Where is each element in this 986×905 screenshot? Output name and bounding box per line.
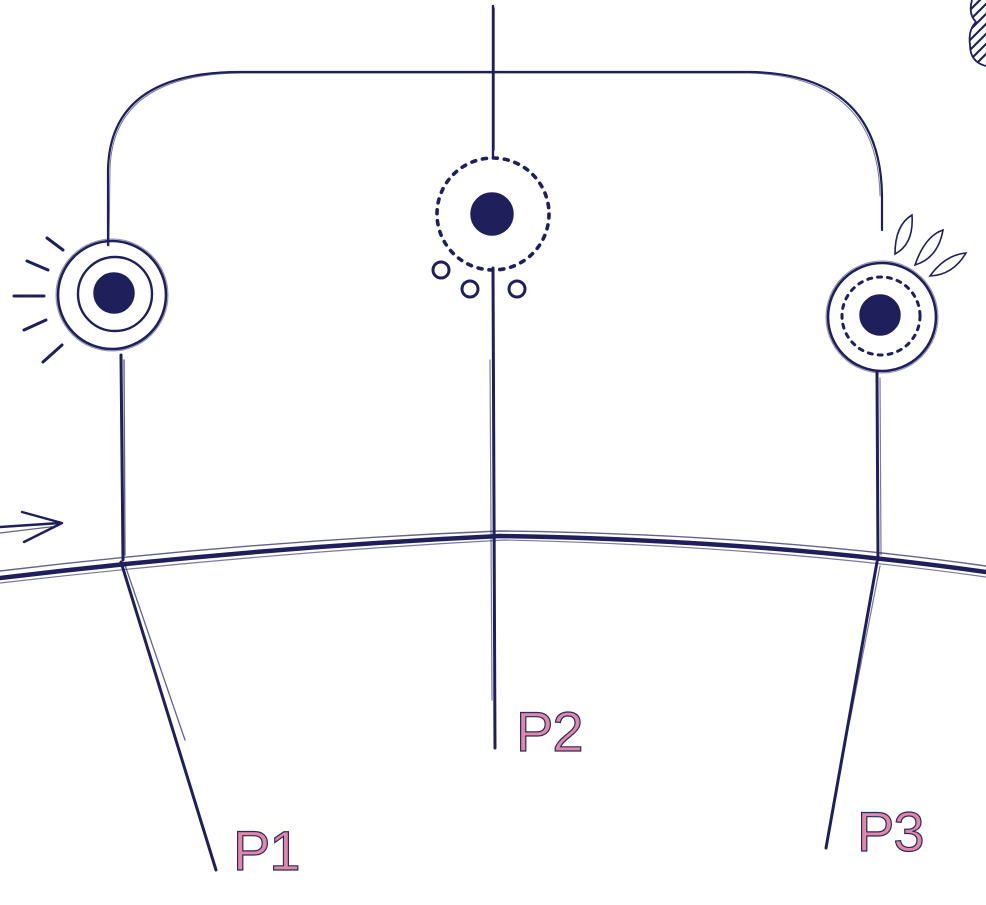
pendulum-rods <box>119 266 882 750</box>
label-p2: P2 <box>516 700 583 763</box>
label-leader-lines <box>119 560 881 872</box>
arrow-right-icon <box>0 510 64 544</box>
center-top-stem <box>491 4 495 160</box>
horizontal-arc <box>0 530 986 584</box>
ringed-sun-node-icon <box>12 236 169 364</box>
leafy-dotted-node-icon <box>825 213 968 374</box>
dotted-halo-node-icon <box>431 156 551 299</box>
hatched-pattern-icon <box>968 0 986 67</box>
label-p3: P3 <box>857 800 924 863</box>
label-p1: P1 <box>233 819 300 882</box>
